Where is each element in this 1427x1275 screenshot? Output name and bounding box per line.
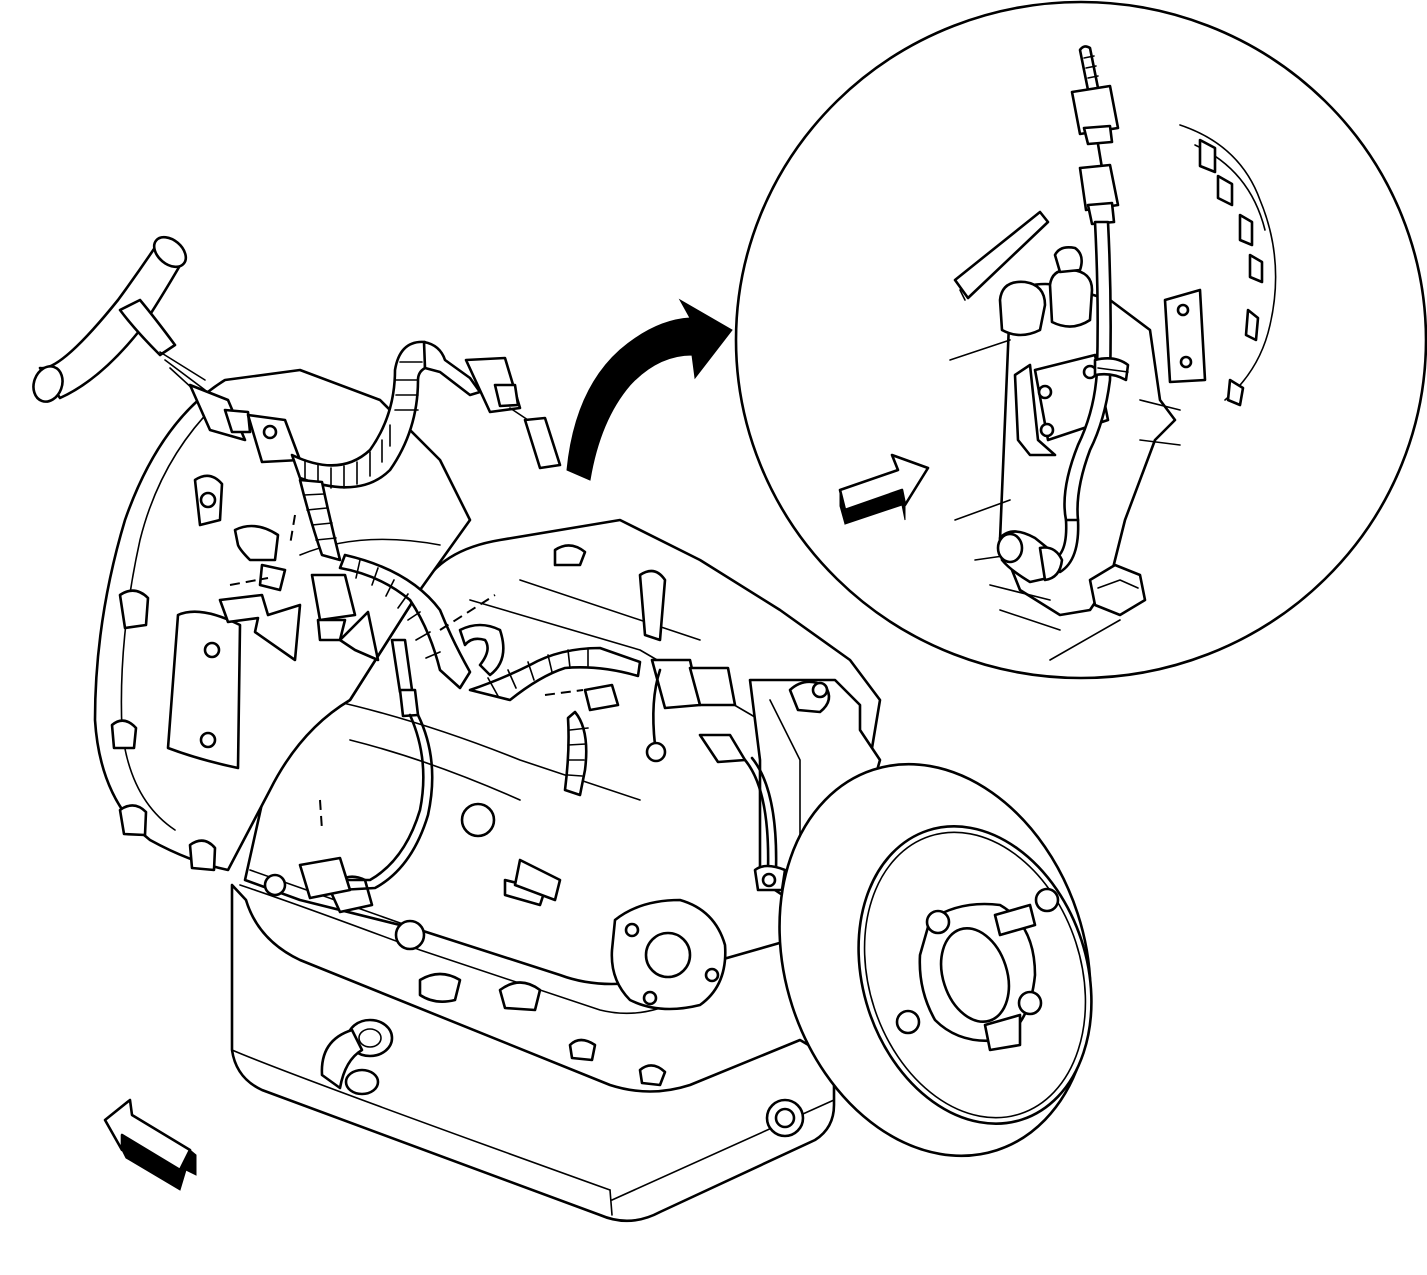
assembly-lines	[229, 514, 584, 831]
inset-rod	[953, 210, 1050, 301]
inset-harness	[1038, 45, 1130, 574]
front-view-direction-arrow-icon	[103, 1098, 197, 1191]
inset-caps	[998, 246, 1094, 337]
transmission-case	[239, 518, 882, 1087]
view-direction-arrow-icon	[838, 453, 930, 525]
transmission-assembly	[32, 235, 1093, 1223]
inset-case	[949, 282, 1181, 661]
inset-speed-sensor	[996, 530, 1064, 584]
drain-plug	[765, 1098, 805, 1138]
inset-hex-plug	[1088, 563, 1147, 617]
pan-fitting	[320, 1018, 394, 1096]
harness-pointer-arrows	[218, 593, 380, 662]
wiring-harness	[32, 235, 787, 900]
detail-inset	[734, 0, 1427, 680]
inset-bell-housing-edge	[1163, 124, 1277, 407]
brake-drum	[778, 762, 1093, 1158]
callout-arrow-icon	[566, 298, 733, 481]
flange-plate	[610, 898, 727, 1011]
